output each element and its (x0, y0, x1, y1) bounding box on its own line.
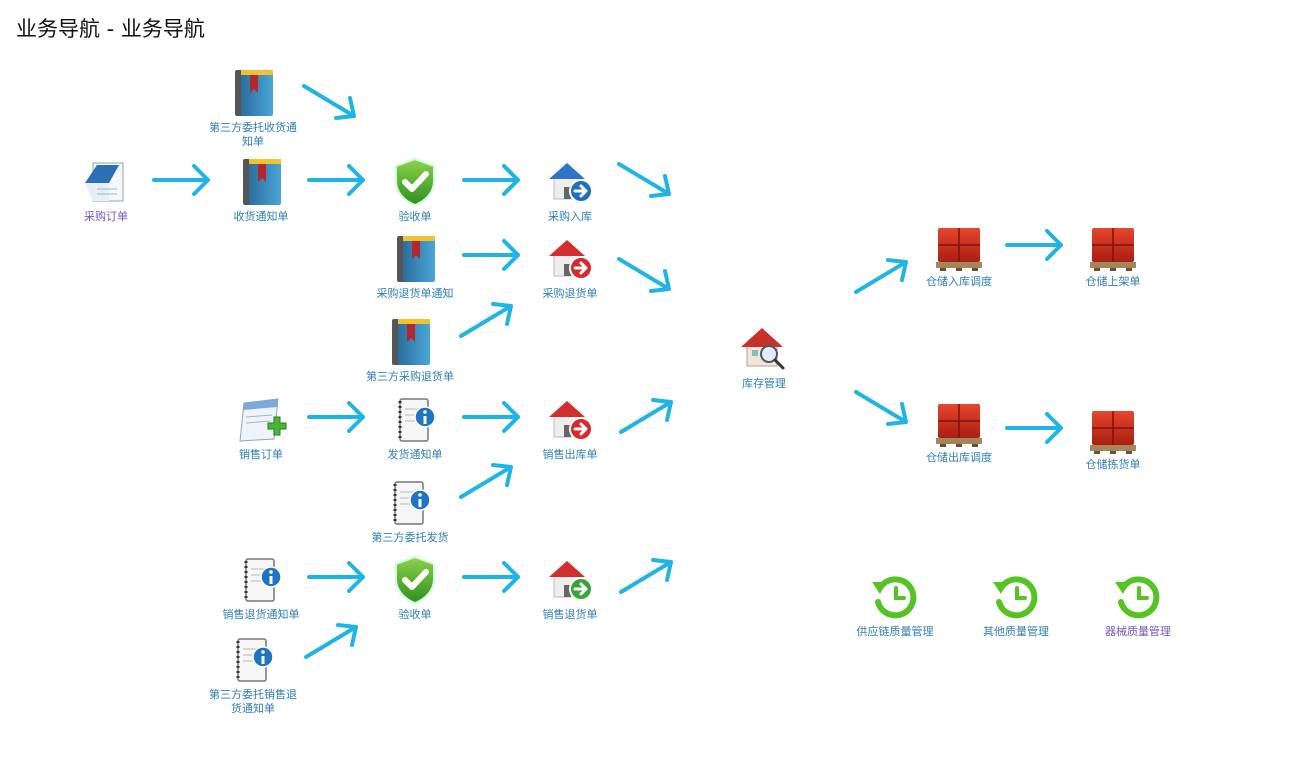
node-label: 采购退货单通知 (376, 287, 454, 300)
node-label: 销售订单 (239, 448, 283, 461)
clock-history-icon (1111, 570, 1165, 624)
house-search-icon (737, 322, 791, 376)
pallet-boxes-icon (932, 396, 986, 450)
node-label: 其他质量管理 (983, 625, 1049, 638)
node-label: 销售出库单 (542, 448, 598, 461)
arrow-down-right-icon (615, 255, 679, 295)
pallet-boxes-icon (1086, 403, 1140, 457)
node-supply-chain-quality[interactable]: 供应链质量管理 (835, 570, 955, 639)
node-label: 第三方委托收货通知单 (209, 121, 297, 148)
node-third-party-purchase-return[interactable]: 第三方采购退货单 (350, 315, 470, 384)
shield-check-icon (388, 553, 442, 607)
arrow-up-right-icon (852, 252, 916, 292)
node-sales-order[interactable]: 销售订单 (201, 393, 321, 462)
node-sales-outbound[interactable]: 销售出库单 (510, 393, 630, 462)
info-document-icon (226, 633, 280, 687)
node-label: 仓储拣货单 (1085, 458, 1141, 471)
arrow-right-icon (305, 160, 369, 200)
node-label: 收货通知单 (233, 210, 289, 223)
node-third-party-shipping[interactable]: 第三方委托发货 (350, 476, 470, 545)
node-label: 销售退货通知单 (222, 608, 300, 621)
arrow-right-icon (460, 160, 524, 200)
arrow-up-right-icon (617, 392, 681, 432)
info-document-icon (388, 393, 442, 447)
node-label: 采购退货单 (542, 287, 598, 300)
node-third-party-sales-return-notice[interactable]: 第三方委托销售退货通知单 (193, 633, 313, 716)
node-label: 库存管理 (742, 377, 786, 390)
book-icon (383, 315, 437, 369)
shield-check-icon (388, 155, 442, 209)
book-icon (226, 66, 280, 120)
arrow-right-icon (460, 397, 524, 437)
node-inspection-sheet-bottom[interactable]: 验收单 (355, 553, 475, 622)
node-warehouse-outbound-dispatch[interactable]: 仓储出库调度 (899, 396, 1019, 465)
node-label: 仓储入库调度 (926, 275, 992, 288)
node-purchase-order[interactable]: 采购订单 (46, 155, 166, 224)
arrow-up-right-icon (302, 617, 366, 657)
node-warehouse-picking[interactable]: 仓储拣货单 (1053, 403, 1173, 472)
node-label: 采购入库 (548, 210, 592, 223)
node-device-quality[interactable]: 器械质量管理 (1078, 570, 1198, 639)
house-arrow-blue-icon (543, 155, 597, 209)
node-warehouse-shelving[interactable]: 仓储上架单 (1053, 220, 1173, 289)
info-document-icon (234, 553, 288, 607)
house-arrow-green-icon (543, 553, 597, 607)
clock-history-icon (868, 570, 922, 624)
arrow-right-icon (460, 557, 524, 597)
house-arrow-red-icon (543, 232, 597, 286)
arrow-down-right-icon (300, 82, 364, 122)
clock-history-icon (989, 570, 1043, 624)
node-purchase-inbound[interactable]: 采购入库 (510, 155, 630, 224)
pallet-boxes-icon (1086, 220, 1140, 274)
node-label: 供应链质量管理 (856, 625, 934, 638)
info-document-icon (383, 476, 437, 530)
notepad-icon (79, 155, 133, 209)
arrow-up-right-icon (617, 552, 681, 592)
book-icon (388, 232, 442, 286)
node-purchase-return-notice[interactable]: 采购退货单通知 (355, 232, 475, 301)
arrow-right-icon (460, 235, 524, 275)
node-label: 仓储出库调度 (926, 451, 992, 464)
node-label: 器械质量管理 (1105, 625, 1171, 638)
node-third-party-receipt-notice[interactable]: 第三方委托收货通知单 (193, 66, 313, 149)
arrow-down-right-icon (852, 388, 916, 428)
pallet-boxes-icon (932, 220, 986, 274)
house-arrow-red-icon (543, 393, 597, 447)
node-label: 验收单 (398, 210, 432, 223)
arrow-up-right-icon (457, 296, 521, 336)
node-label: 第三方委托发货 (371, 531, 449, 544)
node-purchase-return[interactable]: 采购退货单 (510, 232, 630, 301)
node-sales-return-notice[interactable]: 销售退货通知单 (201, 553, 321, 622)
node-label: 采购订单 (84, 210, 128, 223)
node-inventory-management[interactable]: 库存管理 (704, 322, 824, 391)
order-add-icon (234, 393, 288, 447)
arrow-up-right-icon (457, 457, 521, 497)
node-shipping-notice[interactable]: 发货通知单 (355, 393, 475, 462)
node-label: 第三方采购退货单 (366, 370, 454, 383)
node-receipt-notice[interactable]: 收货通知单 (201, 155, 321, 224)
arrow-right-icon (1003, 225, 1067, 265)
node-label: 销售退货单 (542, 608, 598, 621)
page-title: 业务导航 - 业务导航 (16, 17, 205, 41)
arrow-right-icon (305, 557, 369, 597)
node-label: 第三方委托销售退货通知单 (209, 688, 297, 715)
node-sales-return[interactable]: 销售退货单 (510, 553, 630, 622)
arrow-right-icon (1003, 408, 1067, 448)
node-label: 仓储上架单 (1085, 275, 1141, 288)
book-icon (234, 155, 288, 209)
node-label: 发货通知单 (387, 448, 443, 461)
arrow-down-right-icon (615, 160, 679, 200)
node-label: 验收单 (398, 608, 432, 621)
arrow-right-icon (150, 160, 214, 200)
arrow-right-icon (305, 397, 369, 437)
node-warehouse-inbound-dispatch[interactable]: 仓储入库调度 (899, 220, 1019, 289)
node-other-quality[interactable]: 其他质量管理 (956, 570, 1076, 639)
node-inspection-sheet-top[interactable]: 验收单 (355, 155, 475, 224)
